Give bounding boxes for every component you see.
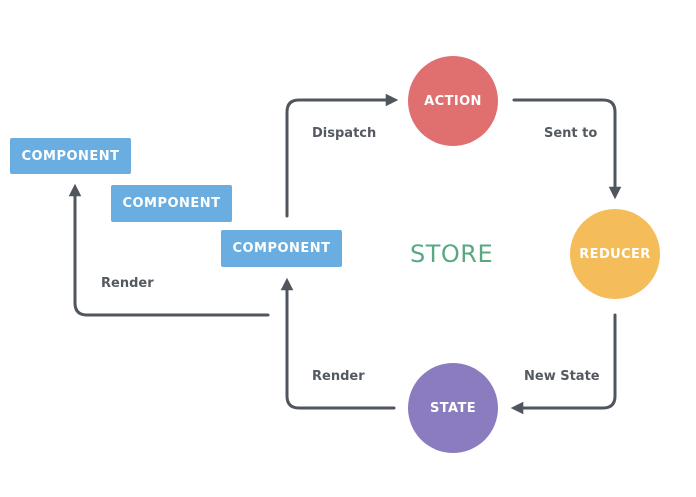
new-state-label: New State — [524, 369, 600, 384]
component-box-1: COMPONENT — [10, 138, 131, 174]
reducer-node: REDUCER — [570, 209, 660, 299]
dispatch-label: Dispatch — [312, 126, 377, 141]
new-state-arrow — [510, 313, 617, 415]
state-node: STATE — [408, 363, 498, 453]
render-label-state: Render — [312, 369, 365, 384]
action-node: ACTION — [408, 56, 498, 146]
render-label-component: Render — [101, 276, 154, 291]
store-label: STORE — [410, 240, 494, 268]
sent-to-label: Sent to — [544, 126, 598, 141]
sent-to-arrow — [512, 98, 622, 200]
component-box-2: COMPONENT — [111, 185, 232, 222]
component-box-3: COMPONENT — [221, 230, 342, 267]
render-arrow-state — [280, 277, 396, 410]
render-arrow-component — [68, 183, 270, 317]
dispatch-arrow — [285, 93, 399, 218]
